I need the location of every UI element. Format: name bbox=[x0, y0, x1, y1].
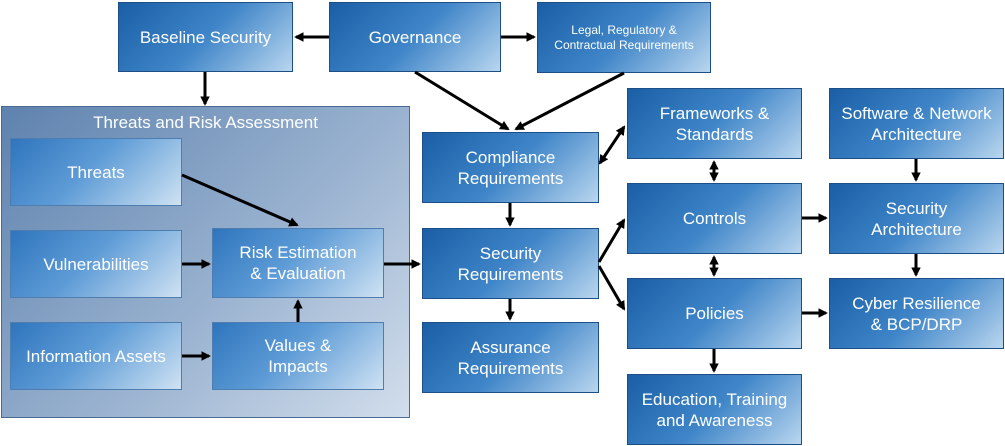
node-security-requirements: Security Requirements bbox=[422, 228, 599, 299]
node-baseline-security: Baseline Security bbox=[118, 2, 293, 72]
arrow-threats-risk bbox=[181, 173, 299, 227]
panel-title: Threats and Risk Assessment bbox=[93, 113, 318, 132]
arrow-legal-compliance bbox=[514, 71, 625, 131]
node-risk-estimation: Risk Estimation & Evaluation bbox=[212, 228, 384, 298]
arrow-security-policies bbox=[597, 265, 626, 311]
node-controls: Controls bbox=[627, 183, 802, 254]
node-values-impacts: Values & Impacts bbox=[212, 322, 384, 390]
node-assurance-requirements: Assurance Requirements bbox=[422, 322, 599, 393]
node-vulnerabilities: Vulnerabilities bbox=[10, 230, 182, 298]
arrow-compliance-frameworks bbox=[598, 125, 626, 165]
node-compliance-requirements: Compliance Requirements bbox=[422, 132, 599, 203]
arrow-security-controls bbox=[597, 218, 626, 263]
node-information-assets: Information Assets bbox=[10, 322, 182, 390]
node-education-training: Education, Training and Awareness bbox=[627, 374, 802, 445]
arrow-governance-compliance bbox=[414, 70, 510, 131]
node-cyber-resilience: Cyber Resilience & BCP/DRP bbox=[829, 278, 1004, 349]
node-policies: Policies bbox=[627, 278, 802, 349]
node-software-network-architecture: Software & Network Architecture bbox=[829, 88, 1004, 159]
node-security-architecture: Security Architecture bbox=[829, 183, 1004, 254]
node-governance: Governance bbox=[329, 2, 501, 72]
node-frameworks-standards: Frameworks & Standards bbox=[627, 88, 802, 159]
node-legal-regulatory: Legal, Regulatory & Contractual Requirem… bbox=[537, 2, 711, 73]
node-threats: Threats bbox=[10, 138, 182, 206]
